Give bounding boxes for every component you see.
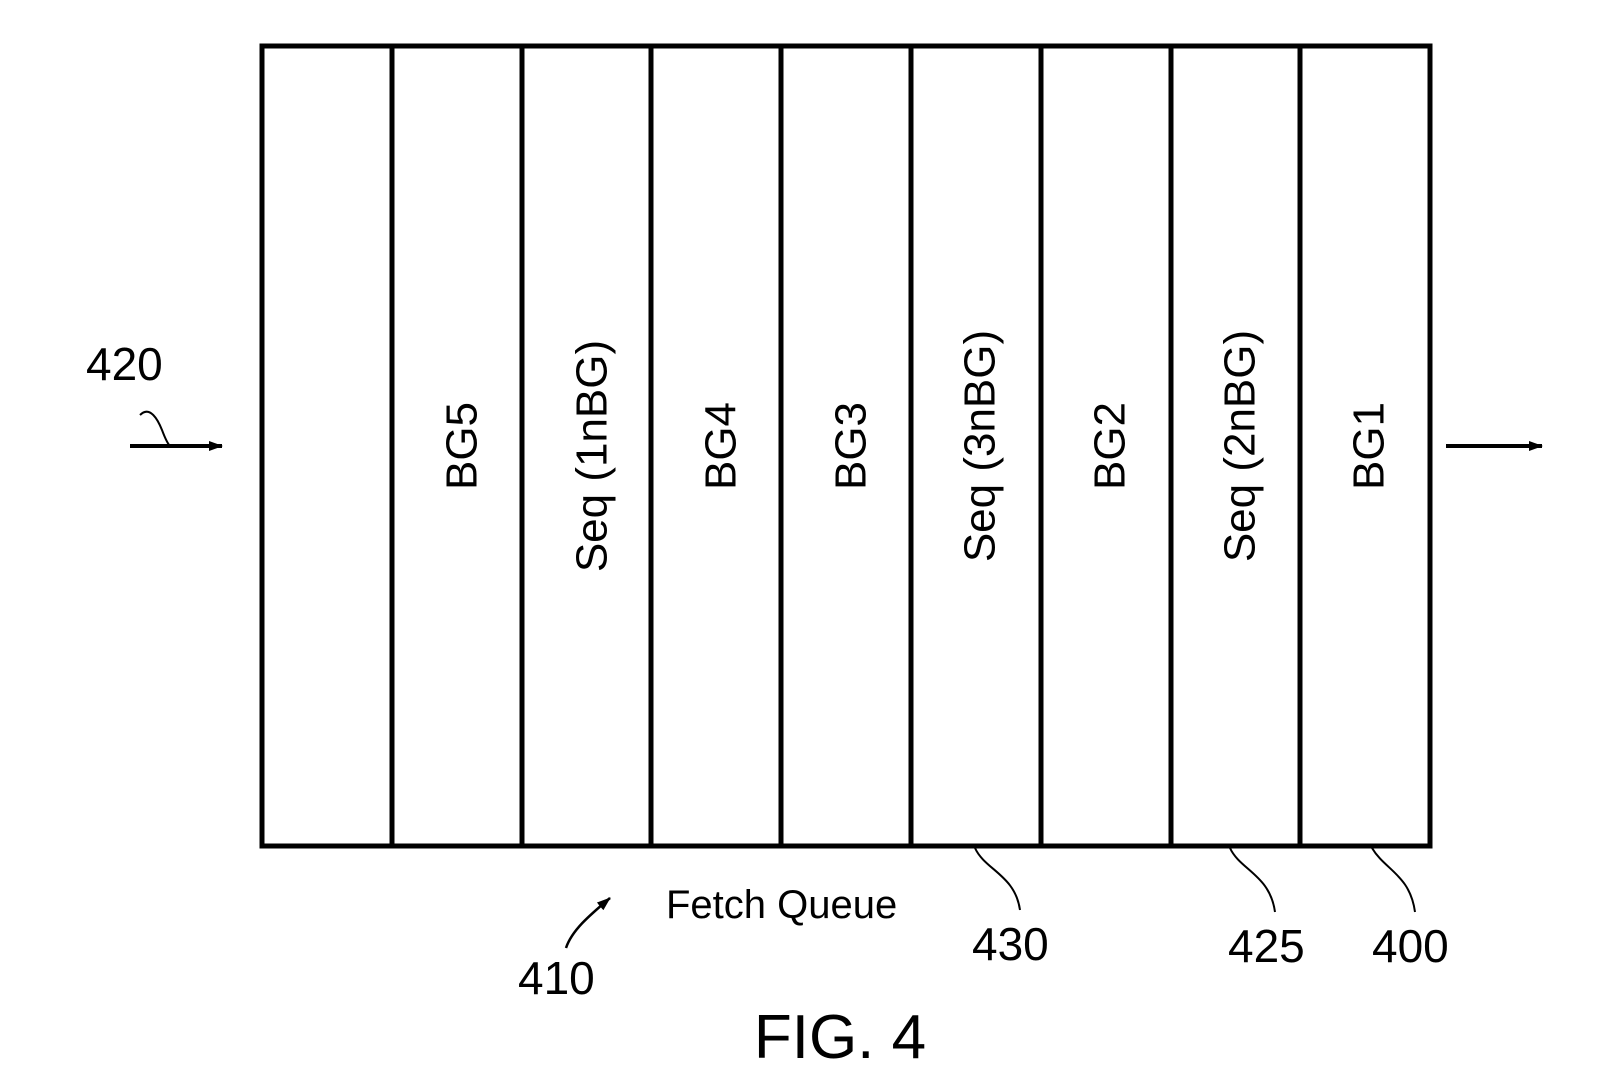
figure-label: FIG. 4 xyxy=(754,1003,926,1072)
pointer-430 xyxy=(974,847,1021,911)
slot-label: Seq (1nBG) xyxy=(568,340,617,572)
pointer-410 xyxy=(564,897,611,949)
slot-label: BG2 xyxy=(1086,402,1135,490)
ref-420-label: 420 xyxy=(86,338,163,390)
pointer-400 xyxy=(1371,847,1416,913)
slot-label: Seq (2nBG) xyxy=(1216,330,1265,562)
slot-dividers xyxy=(389,46,1303,846)
pointer-425 xyxy=(1229,847,1276,913)
slot-label: BG5 xyxy=(438,402,487,490)
ref-430-label: 430 xyxy=(972,918,1049,970)
slot-label: BG4 xyxy=(697,402,746,490)
slot-label: Seq (3nBG) xyxy=(956,330,1005,562)
input-arrow xyxy=(130,410,223,451)
slot-label: BG3 xyxy=(827,402,876,490)
slot-label: BG1 xyxy=(1345,402,1394,490)
ref-425-label: 425 xyxy=(1228,920,1305,972)
queue-caption: Fetch Queue xyxy=(666,883,897,927)
ref-410-label: 410 xyxy=(518,952,595,1004)
fetch-queue-box xyxy=(259,43,1433,849)
ref-400-label: 400 xyxy=(1372,920,1449,972)
